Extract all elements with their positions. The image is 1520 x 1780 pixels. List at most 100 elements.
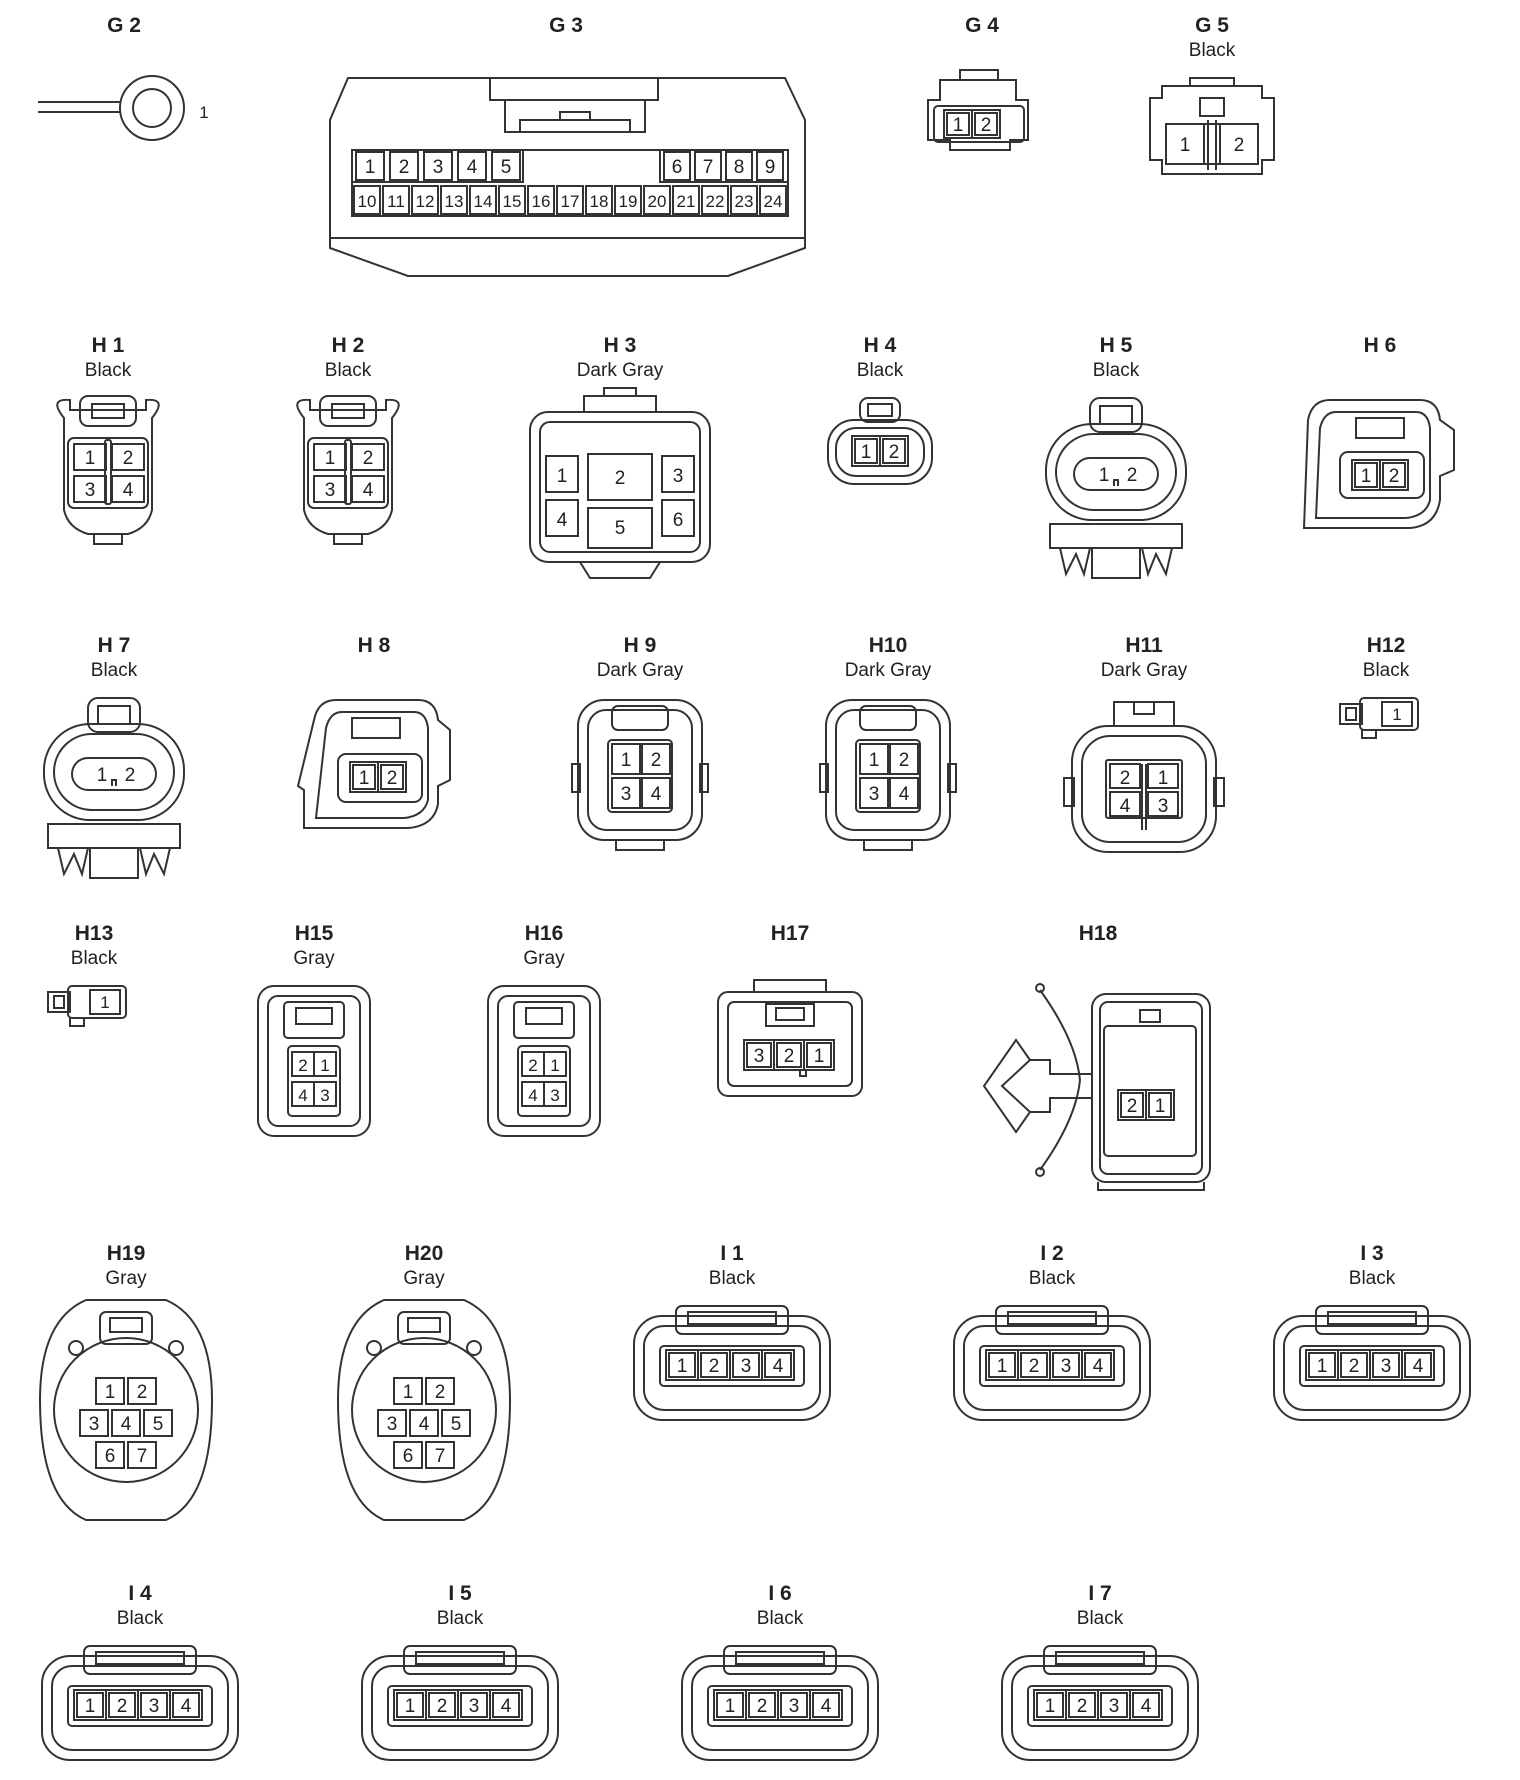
pin-h10-2: 2 xyxy=(899,750,910,771)
pin-h2-1: 1 xyxy=(325,448,336,469)
connector-h10 xyxy=(819,699,957,851)
connector-color-i2: Black xyxy=(1029,1268,1076,1289)
pin-i4-3: 3 xyxy=(149,1696,160,1717)
pin-h6-2: 2 xyxy=(1389,466,1400,487)
pin-h18-2: 1 xyxy=(1155,1096,1166,1117)
pin-g3-4: 4 xyxy=(467,157,478,178)
pin-h3-5: 5 xyxy=(615,518,626,539)
connector-id-h4: H 4 xyxy=(864,334,897,357)
connector-id-i5: I 5 xyxy=(448,1582,472,1605)
pin-h20-3: 3 xyxy=(387,1414,398,1435)
pin-h5-1: 1 xyxy=(1099,465,1110,486)
pin-h10-1: 1 xyxy=(869,750,880,771)
connector-color-i4: Black xyxy=(117,1608,164,1629)
pin-h4-1: 1 xyxy=(861,442,872,463)
pin-g5-2: 2 xyxy=(1234,135,1245,156)
pin-g3-17: 17 xyxy=(561,192,580,211)
pin-g3-3: 3 xyxy=(433,157,444,178)
connector-color-h11: Dark Gray xyxy=(1101,660,1188,681)
pin-i5-2: 2 xyxy=(437,1696,448,1717)
pin-i7-3: 3 xyxy=(1109,1696,1120,1717)
pin-i3-2: 2 xyxy=(1349,1356,1360,1377)
pin-i2-1: 1 xyxy=(997,1356,1008,1377)
pin-i3-4: 4 xyxy=(1413,1356,1424,1377)
pin-g3-12: 12 xyxy=(416,192,435,211)
pin-h11-3: 4 xyxy=(1120,796,1131,817)
connector-i6 xyxy=(681,1645,879,1761)
connector-color-i3: Black xyxy=(1349,1268,1396,1289)
connector-h7 xyxy=(43,697,185,879)
pin-g3-1: 1 xyxy=(365,157,376,178)
pin-i5-1: 1 xyxy=(405,1696,416,1717)
pin-h11-1: 2 xyxy=(1120,768,1131,789)
connector-color-h15: Gray xyxy=(293,948,335,969)
pin-h20-2: 2 xyxy=(435,1382,446,1403)
connector-color-h5: Black xyxy=(1093,360,1140,381)
connector-i3 xyxy=(1273,1305,1471,1421)
connector-color-i7: Black xyxy=(1077,1608,1124,1629)
pin-h3-4: 4 xyxy=(557,510,568,531)
connector-id-i2: I 2 xyxy=(1040,1242,1063,1265)
connector-color-h10: Dark Gray xyxy=(845,660,932,681)
pin-g3-6: 6 xyxy=(672,157,683,178)
pin-h5-2: 2 xyxy=(1127,465,1138,486)
pin-h15-1: 2 xyxy=(298,1056,307,1075)
pin-h16-1: 2 xyxy=(528,1056,537,1075)
pin-h3-6: 6 xyxy=(673,510,684,531)
connector-color-g5: Black xyxy=(1189,40,1236,61)
connector-h6 xyxy=(1302,399,1455,529)
pin-h4-2: 2 xyxy=(889,442,900,463)
pin-i2-3: 3 xyxy=(1061,1356,1072,1377)
pin-h6-1: 1 xyxy=(1361,466,1372,487)
connector-color-i6: Black xyxy=(757,1608,804,1629)
pin-h3-2: 2 xyxy=(615,468,626,489)
connector-g4 xyxy=(927,69,1029,151)
pin-h9-2: 2 xyxy=(651,750,662,771)
pin-g3-24: 24 xyxy=(764,192,783,211)
pin-i5-3: 3 xyxy=(469,1696,480,1717)
pin-i4-1: 1 xyxy=(85,1696,96,1717)
pin-i3-1: 1 xyxy=(1317,1356,1328,1377)
pin-i4-4: 4 xyxy=(181,1696,192,1717)
pin-g3-9: 9 xyxy=(765,157,776,178)
pin-h1-1: 1 xyxy=(85,448,96,469)
connector-id-h8: H 8 xyxy=(358,634,391,657)
pin-h16-2: 1 xyxy=(550,1056,559,1075)
connector-id-h7: H 7 xyxy=(98,634,131,657)
connector-id-i1: I 1 xyxy=(720,1242,744,1265)
connector-color-i1: Black xyxy=(709,1268,756,1289)
pin-h19-4: 4 xyxy=(121,1414,132,1435)
pin-h19-1: 1 xyxy=(105,1382,116,1403)
pin-g4-2: 2 xyxy=(981,115,992,136)
pin-h18-1: 2 xyxy=(1127,1096,1138,1117)
connector-color-h7: Black xyxy=(91,660,138,681)
pin-i5-4: 4 xyxy=(501,1696,512,1717)
pin-h17-3: 1 xyxy=(814,1046,825,1067)
pin-h15-4: 3 xyxy=(320,1086,329,1105)
pin-g3-16: 16 xyxy=(532,192,551,211)
pin-i6-2: 2 xyxy=(757,1696,768,1717)
pin-h7-2: 2 xyxy=(125,765,136,786)
pin-g5-1: 1 xyxy=(1180,135,1191,156)
pin-i1-3: 3 xyxy=(741,1356,752,1377)
pin-h9-1: 1 xyxy=(621,750,632,771)
pin-h10-3: 3 xyxy=(869,784,880,805)
connector-g2 xyxy=(38,75,185,141)
pin-i1-1: 1 xyxy=(677,1356,688,1377)
connector-id-h15: H15 xyxy=(295,922,334,945)
connector-id-h2: H 2 xyxy=(332,334,365,357)
connector-h4 xyxy=(827,397,933,485)
connector-h19 xyxy=(38,1299,214,1521)
connector-id-h19: H19 xyxy=(107,1242,146,1265)
connector-color-h12: Black xyxy=(1363,660,1410,681)
pin-g3-10: 10 xyxy=(358,192,377,211)
connector-g3 xyxy=(329,77,806,277)
connector-id-h10: H10 xyxy=(869,634,908,657)
connector-color-i5: Black xyxy=(437,1608,484,1629)
pin-h11-2: 1 xyxy=(1158,768,1169,789)
pin-h15-2: 1 xyxy=(320,1056,329,1075)
pin-g3-20: 20 xyxy=(648,192,667,211)
connector-h13 xyxy=(47,985,127,1027)
pin-i6-3: 3 xyxy=(789,1696,800,1717)
connector-id-h18: H18 xyxy=(1079,922,1118,945)
